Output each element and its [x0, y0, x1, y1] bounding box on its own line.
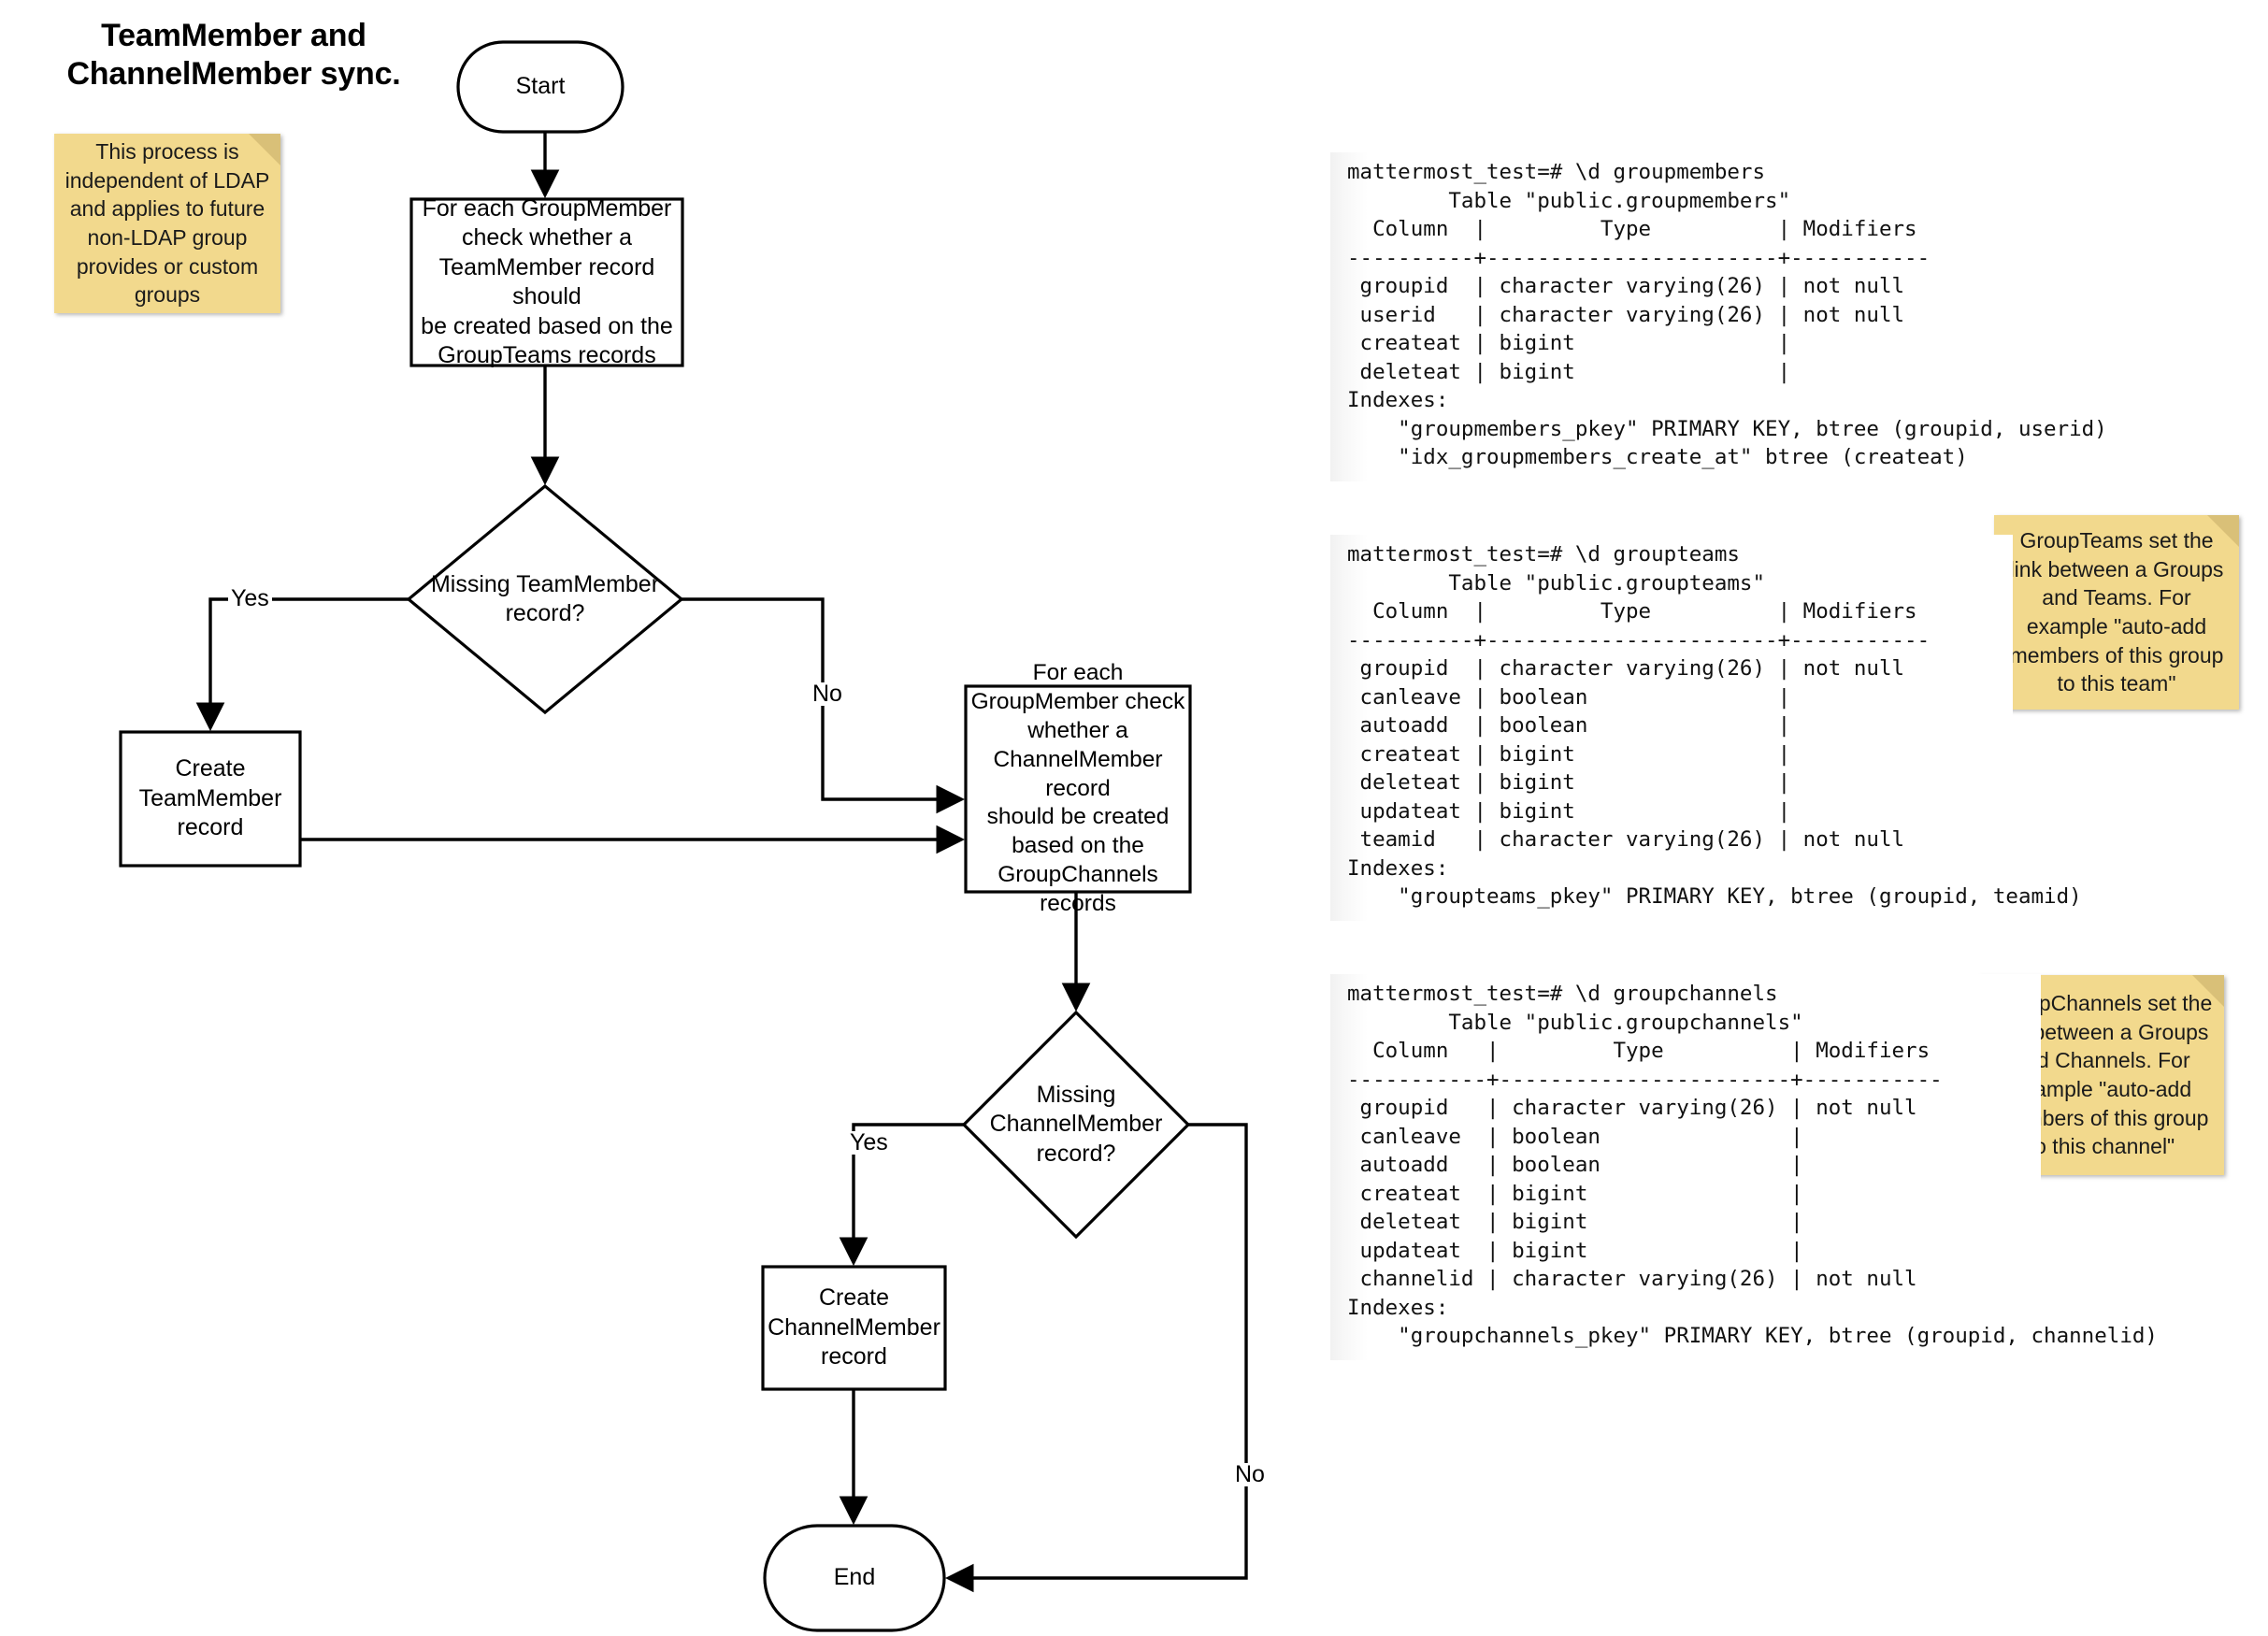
- page-title: TeamMember and ChannelMember sync.: [66, 18, 401, 93]
- code-block-groupmembers: mattermost_test=# \d groupmembers Table …: [1330, 152, 2107, 481]
- node-process-teammember-label: For each GroupMember check whether a Tea…: [421, 194, 673, 369]
- sticky-note-groupteams: GroupTeams set the link between a Groups…: [1994, 515, 2239, 710]
- code-block-groupchannels: mattermost_test=# \d groupchannels Table…: [1330, 974, 2158, 1360]
- sticky-note-ldap: This process is independent of LDAP and …: [54, 134, 280, 313]
- sticky-note-ldap-text: This process is independent of LDAP and …: [65, 139, 270, 308]
- edge-label-teammember-no: No: [810, 682, 845, 706]
- node-process-channelmember-label: For each GroupMember check whether a Cha…: [970, 660, 1185, 917]
- node-decision-channelmember-label: Missing ChannelMember record?: [989, 1081, 1163, 1167]
- node-create-teammember-label: Create TeamMember record: [138, 755, 282, 841]
- node-end-label: End: [833, 1564, 876, 1591]
- edge-label-channelmember-yes: Yes: [847, 1131, 891, 1155]
- edge-label-channelmember-no: No: [1232, 1463, 1268, 1486]
- node-create-channelmember-label: Create ChannelMember record: [768, 1284, 940, 1371]
- node-start-label: Start: [515, 73, 566, 100]
- edge-label-teammember-yes: Yes: [228, 587, 272, 610]
- code-block-groupteams: mattermost_test=# \d groupteams Table "p…: [1330, 535, 2082, 921]
- node-decision-teammember-label: Missing TeamMember record?: [430, 570, 660, 627]
- sticky-note-groupteams-text: GroupTeams set the link between a Groups…: [2009, 528, 2224, 696]
- edge-decision1-yes-to-create: [195, 597, 409, 732]
